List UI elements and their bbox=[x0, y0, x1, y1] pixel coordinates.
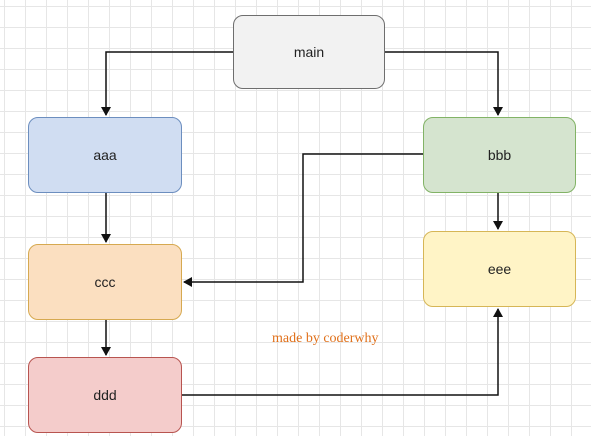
node-eee[interactable]: eee bbox=[423, 231, 576, 307]
node-ddd-label: ddd bbox=[93, 387, 117, 403]
node-ccc-label: ccc bbox=[94, 274, 116, 290]
node-aaa[interactable]: aaa bbox=[28, 117, 182, 193]
node-main[interactable]: main bbox=[233, 15, 385, 89]
edge-bbb-ccc bbox=[183, 153, 423, 287]
edge-ddd-eee bbox=[182, 308, 503, 396]
node-bbb-label: bbb bbox=[487, 147, 512, 163]
node-aaa-label: aaa bbox=[93, 147, 117, 163]
edge-main-aaa bbox=[101, 51, 233, 116]
node-ddd[interactable]: ddd bbox=[28, 357, 182, 433]
watermark-text: made by coderwhy bbox=[272, 331, 379, 346]
node-main-label: main bbox=[293, 44, 325, 60]
node-ccc[interactable]: ccc bbox=[28, 244, 182, 320]
node-eee-label: eee bbox=[487, 261, 512, 277]
edge-main-bbb bbox=[385, 51, 503, 116]
node-bbb[interactable]: bbb bbox=[423, 117, 576, 193]
